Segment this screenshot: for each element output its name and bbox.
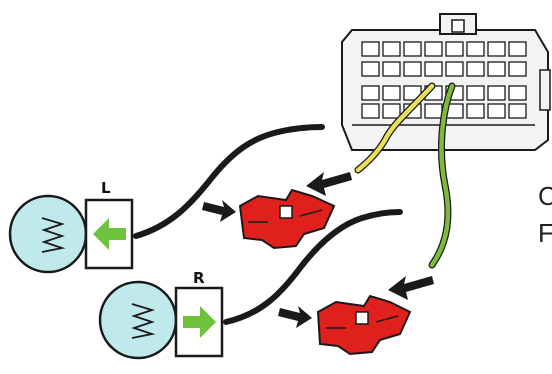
arrow-left-icon — [93, 218, 126, 250]
red-splice-connector-upper — [238, 188, 336, 250]
side-text-line1: C — [538, 181, 552, 211]
left-bulb: L — [8, 179, 134, 274]
right-bulb: R — [98, 269, 224, 360]
red-splice-connector-lower — [316, 294, 412, 356]
side-text-line2: F — [538, 218, 552, 248]
black-wire-left — [133, 124, 325, 239]
arrow-right-icon — [183, 306, 216, 338]
left-bulb-label: L — [101, 179, 111, 197]
arrow-from-right-wire-icon — [278, 306, 312, 328]
arrow-into-upper-connector-icon — [306, 172, 352, 196]
arrow-into-lower-connector-icon — [388, 276, 434, 300]
yellow-wire — [354, 82, 436, 174]
black-wire-right — [223, 209, 403, 325]
right-bulb-label: R — [193, 269, 205, 287]
arrow-from-left-wire-icon — [202, 200, 236, 222]
green-wire — [428, 82, 456, 269]
harness-connector — [341, 13, 551, 151]
